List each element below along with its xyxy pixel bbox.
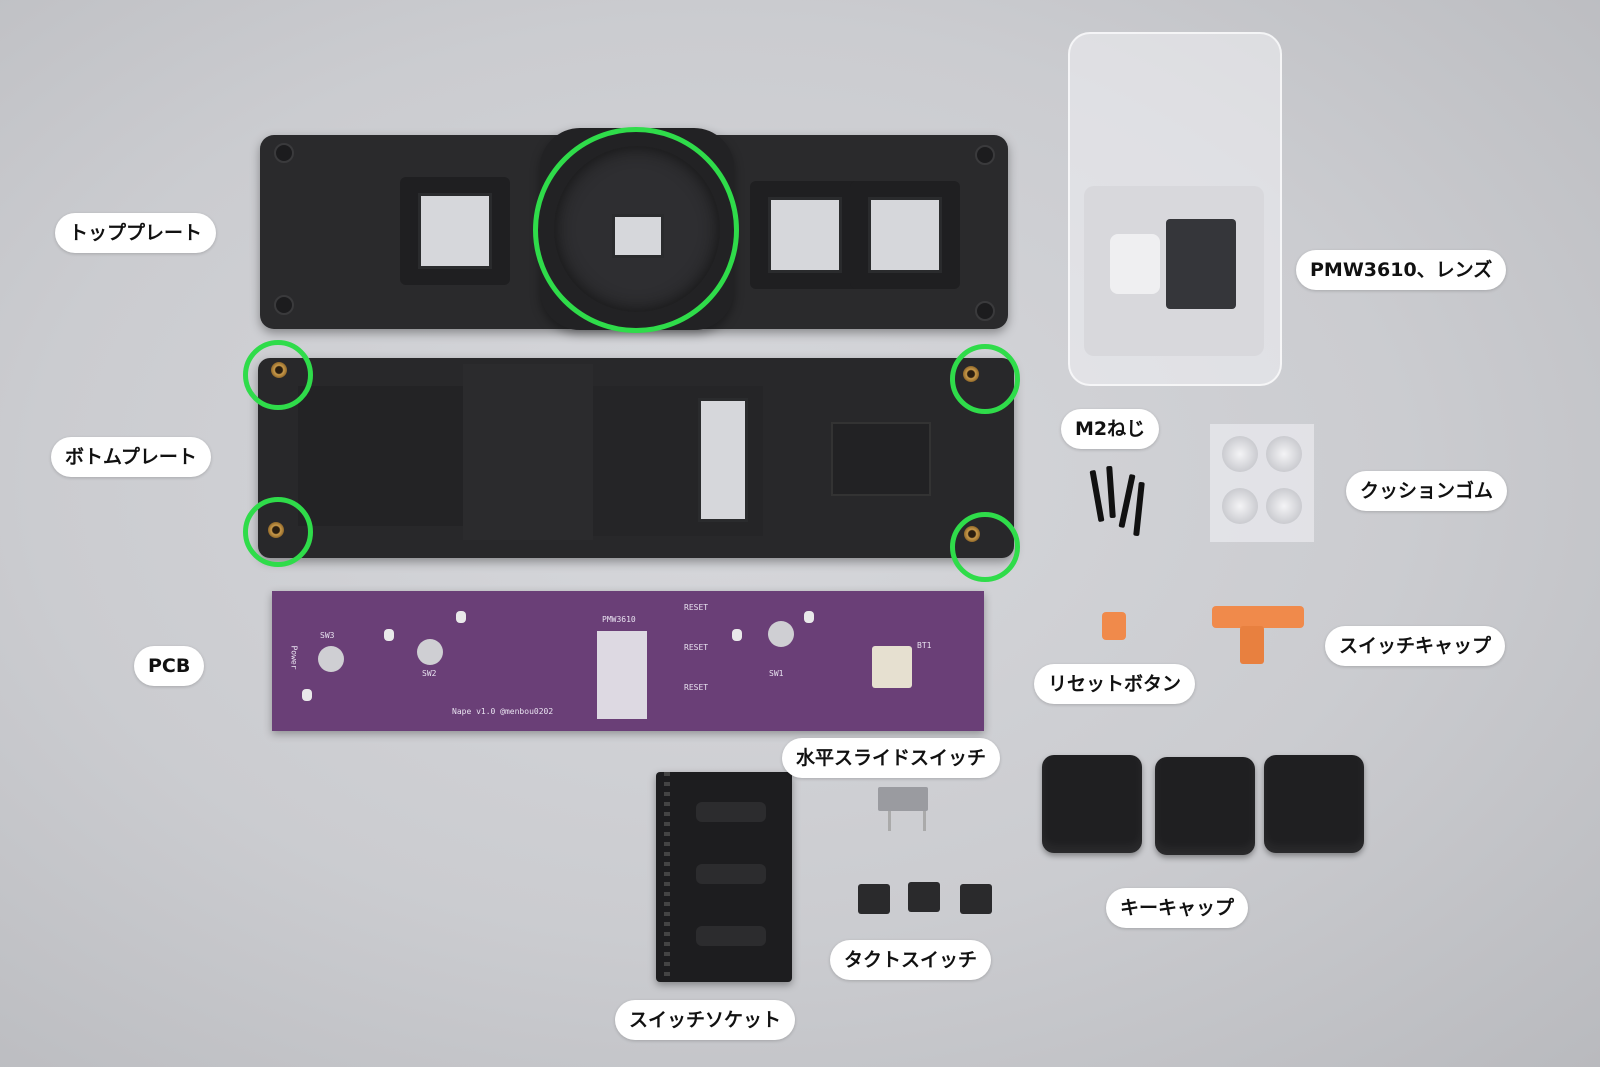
pcb-label-sw2: SW2 [422, 669, 437, 678]
m2-screws [1080, 460, 1170, 540]
cushion-rubber [1210, 424, 1314, 542]
tact-switch-part [858, 884, 890, 914]
pcb-label-power: Power [289, 645, 299, 670]
label-keycap: キーキャップ [1106, 888, 1249, 928]
label-reset-button: リセットボタン [1034, 664, 1196, 704]
reset-button-part [1102, 612, 1126, 640]
label-switch-socket: スイッチソケット [615, 1000, 796, 1040]
switch-cap-part-stem [1240, 626, 1264, 664]
pcb-label-sw1: SW1 [769, 669, 784, 678]
pcb-label-reset: RESET [684, 643, 709, 652]
pcb-label-sensor: PMW3610 [602, 615, 636, 624]
tact-switch-part [908, 882, 940, 912]
highlight-circle-screw [243, 497, 313, 567]
label-m2-screw: M2ねじ [1061, 409, 1160, 449]
bottom-plate [258, 358, 1014, 558]
sensor-case [1068, 32, 1282, 386]
pcb-label-sw3: SW3 [320, 631, 335, 640]
slide-switch-pins [888, 811, 926, 831]
keycap-part [1155, 757, 1255, 855]
switch-cap-part [1212, 606, 1304, 628]
switch-socket-pack [656, 772, 792, 982]
highlight-circle-screw [950, 512, 1020, 582]
keycap-part [1042, 755, 1142, 853]
label-top-plate: トッププレート [55, 213, 217, 253]
slide-switch-part [878, 787, 928, 811]
label-bottom-plate: ボトムプレート [51, 437, 211, 477]
pcb-label-bt: BT1 [917, 641, 932, 650]
pcb-label-version: Nape v1.0 @menbou0202 [452, 707, 554, 716]
pcb-board: PMW3610 SW3 SW2 SW1 RESET RESET RESET BT… [272, 591, 984, 731]
tact-switch-part [960, 884, 992, 914]
label-tact-switch: タクトスイッチ [830, 940, 992, 980]
highlight-circle-screw [243, 340, 313, 410]
label-cushion: クッションゴム [1346, 471, 1508, 511]
highlight-circle-trackball [533, 127, 739, 333]
label-slide-switch: 水平スライドスイッチ [782, 738, 1001, 778]
keycap-part [1264, 755, 1364, 853]
label-pcb: PCB [134, 646, 205, 686]
pcb-label-reset: RESET [684, 683, 709, 692]
highlight-circle-screw [950, 344, 1020, 414]
label-sensor: PMW3610、レンズ [1296, 250, 1507, 290]
pcb-label-reset: RESET [684, 603, 709, 612]
label-switch-cap: スイッチキャップ [1325, 626, 1506, 666]
